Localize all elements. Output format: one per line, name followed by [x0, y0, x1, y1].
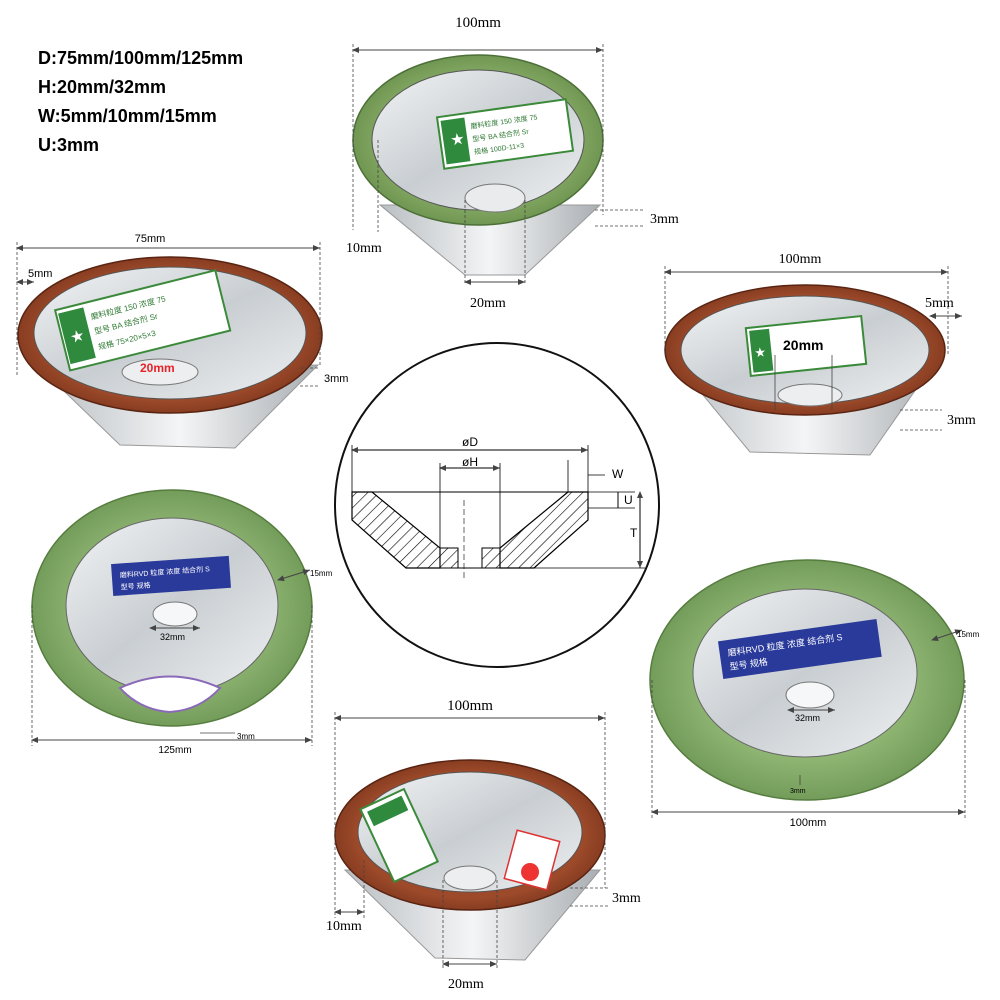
- dimension-h: 20mm: [783, 337, 823, 353]
- dimension-d: 100mm: [790, 817, 827, 829]
- dimension-w: 10mm: [326, 919, 362, 934]
- cross-section-diagram: øD øH W U T: [334, 342, 660, 668]
- wheel-left-red: ★ 磨料粒度 150 浓度 75 型号 BA 结合剂 Sr 规格 75×20×5…: [16, 233, 348, 449]
- dimension-w: 10mm: [346, 241, 382, 256]
- dimension-w: 15mm: [957, 630, 980, 639]
- dimension-h: 20mm: [470, 296, 506, 311]
- wheel-label-right: ★: [744, 314, 868, 378]
- dimension-u: 3mm: [650, 212, 679, 227]
- label-text: 型号 规格: [120, 580, 151, 591]
- diagram-d-label: øD: [462, 435, 478, 449]
- dimension-u: 3mm: [947, 413, 976, 428]
- diagram-t-label: T: [630, 526, 638, 540]
- diagram-w-label: W: [612, 467, 624, 481]
- dimension-u: 3mm: [612, 891, 641, 906]
- dimension-u: 3mm: [324, 373, 348, 385]
- label-text: 型号 规格: [729, 656, 769, 672]
- dimension-w: 15mm: [310, 569, 333, 578]
- wheel-label-left: ★ 磨料粒度 150 浓度 75 型号 BA 结合剂 Sr 规格 75×20×5…: [53, 269, 232, 372]
- diagram-h-label: øH: [462, 455, 478, 469]
- spec-depth: U:3mm: [38, 135, 100, 155]
- dimension-u: 3mm: [790, 788, 806, 795]
- dimension-d: 100mm: [779, 252, 822, 267]
- dimension-d: 125mm: [158, 745, 191, 756]
- svg-text:★: ★: [449, 131, 466, 150]
- spec-width: W:5mm/10mm/15mm: [38, 106, 217, 126]
- svg-text:★: ★: [68, 327, 86, 347]
- dimension-w: 5mm: [925, 296, 954, 311]
- dimension-h: 20mm: [448, 977, 484, 992]
- dimension-h: 32mm: [795, 713, 820, 723]
- wheel-right-green-flat: 磨料RVD 粒度 浓度 结合剂 S 型号 规格 32mm 15mm 100mm …: [649, 559, 980, 829]
- spec-hole: H:20mm/32mm: [38, 77, 167, 97]
- wheel-label-top: ★ 磨料粒度 150 浓度 75 型号 BA 结合剂 Sr 规格 100D-11…: [435, 98, 575, 170]
- dimension-u: 3mm: [237, 732, 255, 741]
- diagram-u-label: U: [624, 493, 633, 507]
- wheel-bottom-red: 100mm 10mm 20mm 3mm: [326, 698, 641, 992]
- dimension-h: 20mm: [140, 361, 175, 375]
- wheel-left-green-flat: 磨料RVD 粒度 浓度 结合剂 S 型号 规格 32mm 15mm 125mm …: [31, 489, 333, 756]
- spec-list: D:75mm/100mm/125mm H:20mm/32mm W:5mm/10m…: [38, 44, 243, 160]
- dimension-h: 32mm: [160, 632, 185, 642]
- spec-diameter: D:75mm/100mm/125mm: [38, 48, 244, 68]
- wheel-top-green: ★ 磨料粒度 150 浓度 75 型号 BA 结合剂 Sr 规格 100D-11…: [346, 15, 679, 311]
- svg-text:★: ★: [754, 344, 767, 360]
- dimension-w: 5mm: [28, 268, 52, 280]
- dimension-d: 100mm: [447, 698, 493, 714]
- dimension-d: 75mm: [135, 233, 166, 245]
- wheel-right-red: ★ 20mm 100mm 5mm 3mm: [664, 252, 976, 456]
- dimension-d: 100mm: [455, 15, 501, 31]
